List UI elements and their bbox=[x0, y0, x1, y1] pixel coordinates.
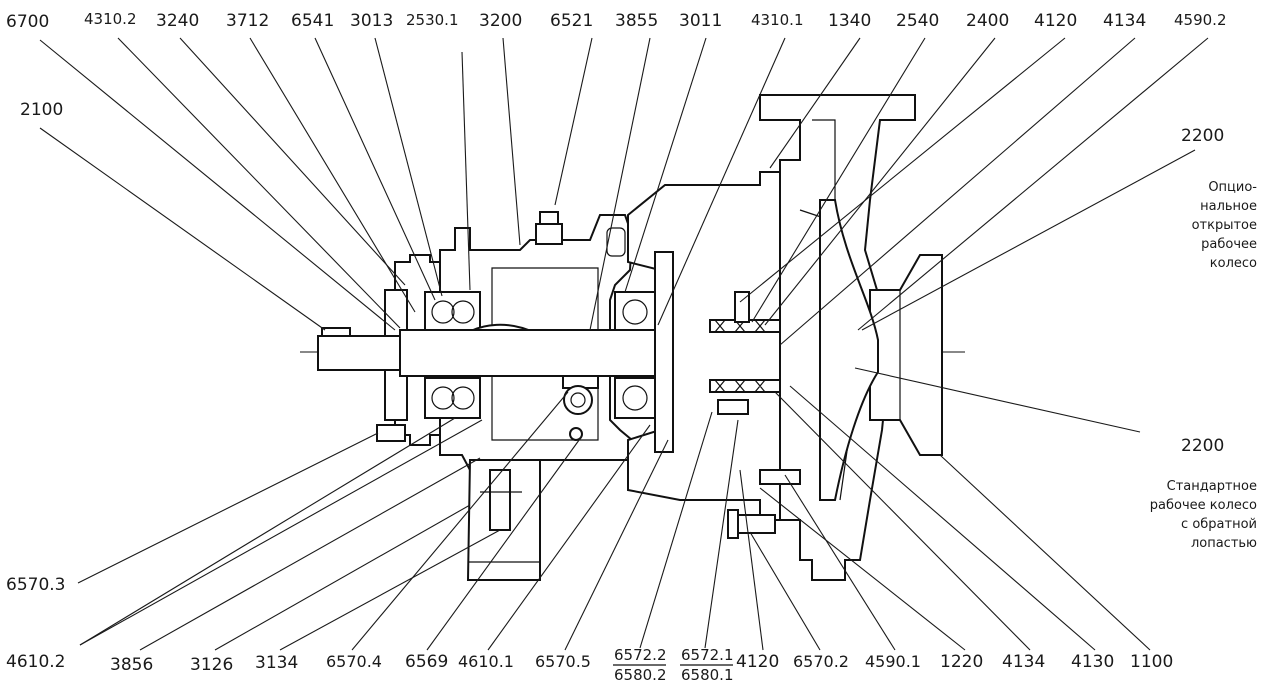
oil-chamber bbox=[491, 267, 599, 441]
label-2200-open: 2200 bbox=[1181, 126, 1224, 146]
label-3134: 3134 bbox=[255, 653, 298, 673]
pump-body bbox=[300, 94, 965, 581]
label-3013: 3013 bbox=[350, 11, 393, 31]
fraction-6572-1: 6572.1 6580.1 bbox=[680, 646, 734, 682]
label-2100: 2100 bbox=[20, 100, 63, 120]
label-6541: 6541 bbox=[291, 11, 334, 31]
label-4310-1: 4310.1 bbox=[751, 11, 804, 29]
label-1220: 1220 bbox=[940, 652, 983, 672]
label-4610-1: 4610.1 bbox=[458, 652, 514, 671]
label-4134-bottom: 4134 bbox=[1002, 652, 1045, 672]
note-open-impeller-5: колесо bbox=[1210, 256, 1257, 271]
note-standard-impeller-3: с обратной bbox=[1181, 517, 1257, 532]
oil-plug bbox=[535, 223, 563, 245]
label-2530-1: 2530.1 bbox=[406, 11, 459, 29]
key bbox=[321, 327, 351, 337]
foot-bolt bbox=[489, 469, 511, 531]
label-3011: 3011 bbox=[679, 11, 722, 31]
fraction-numerator: 6572.1 bbox=[681, 646, 734, 664]
gland-bolt-bottom bbox=[717, 399, 749, 415]
label-4120: 4120 bbox=[1034, 11, 1077, 31]
label-6570-2: 6570.2 bbox=[793, 652, 849, 671]
right-notes: 2200 Опцио- нальное открытое рабочее кол… bbox=[1150, 126, 1258, 551]
label-6569: 6569 bbox=[405, 652, 448, 672]
note-standard-impeller-1: Стандартное bbox=[1167, 479, 1257, 494]
note-open-impeller-1: Опцио- bbox=[1208, 180, 1257, 195]
label-3240: 3240 bbox=[156, 11, 199, 31]
breather-window bbox=[606, 227, 626, 257]
label-4120-bottom: 4120 bbox=[736, 652, 779, 672]
bottom-labels: 4610.2 3856 3126 3134 6570.4 6569 4610.1… bbox=[6, 646, 1173, 682]
fraction-6572-2: 6572.2 6580.2 bbox=[613, 646, 667, 682]
casing-bolt-lower bbox=[734, 514, 776, 534]
bearing-right bbox=[614, 291, 656, 419]
note-open-impeller-2: нальное bbox=[1200, 199, 1257, 214]
fraction-numerator: 6572.2 bbox=[614, 646, 667, 664]
label-4590-2: 4590.2 bbox=[1174, 11, 1227, 29]
label-3200: 3200 bbox=[479, 11, 522, 31]
label-3856: 3856 bbox=[110, 655, 153, 675]
casing-bolt-nut bbox=[727, 509, 739, 539]
shaft-coupling-end bbox=[317, 335, 414, 371]
label-4610-2: 4610.2 bbox=[6, 652, 65, 672]
label-6570-5: 6570.5 bbox=[535, 652, 591, 671]
label-6570-4: 6570.4 bbox=[326, 652, 382, 671]
label-3855: 3855 bbox=[615, 11, 658, 31]
drain-plug bbox=[569, 427, 583, 441]
drain-screw bbox=[759, 469, 801, 485]
gland-bolt-top bbox=[734, 291, 750, 323]
note-standard-impeller-4: лопастью bbox=[1191, 536, 1257, 551]
adapter-flange bbox=[654, 251, 674, 453]
leader-lines bbox=[39, 37, 1209, 651]
fraction-denominator: 6580.1 bbox=[681, 666, 734, 682]
label-6521: 6521 bbox=[550, 11, 593, 31]
label-3712: 3712 bbox=[226, 11, 269, 31]
label-1100: 1100 bbox=[1130, 652, 1173, 672]
top-labels: 6700 4310.2 3240 3712 6541 3013 2530.1 3… bbox=[6, 10, 1227, 32]
foot-bolt-left bbox=[376, 424, 406, 442]
label-3126: 3126 bbox=[190, 655, 233, 675]
label-4134: 4134 bbox=[1103, 11, 1146, 31]
label-2200-standard: 2200 bbox=[1181, 436, 1224, 456]
oil-plug-cap bbox=[539, 211, 559, 225]
label-1340: 1340 bbox=[828, 11, 871, 31]
label-6700: 6700 bbox=[6, 12, 49, 32]
note-standard-impeller-2: рабочее колесо bbox=[1150, 498, 1257, 513]
label-2400: 2400 bbox=[966, 11, 1009, 31]
oil-level-gauge bbox=[563, 385, 593, 415]
label-4130: 4130 bbox=[1071, 652, 1114, 672]
label-6570-3: 6570.3 bbox=[6, 575, 65, 595]
label-2540: 2540 bbox=[896, 11, 939, 31]
note-open-impeller-3: открытое bbox=[1192, 218, 1257, 233]
note-open-impeller-4: рабочее bbox=[1201, 237, 1257, 252]
label-4590-1: 4590.1 bbox=[865, 652, 921, 671]
fraction-denominator: 6580.2 bbox=[614, 666, 667, 682]
label-4310-2: 4310.2 bbox=[84, 10, 137, 28]
